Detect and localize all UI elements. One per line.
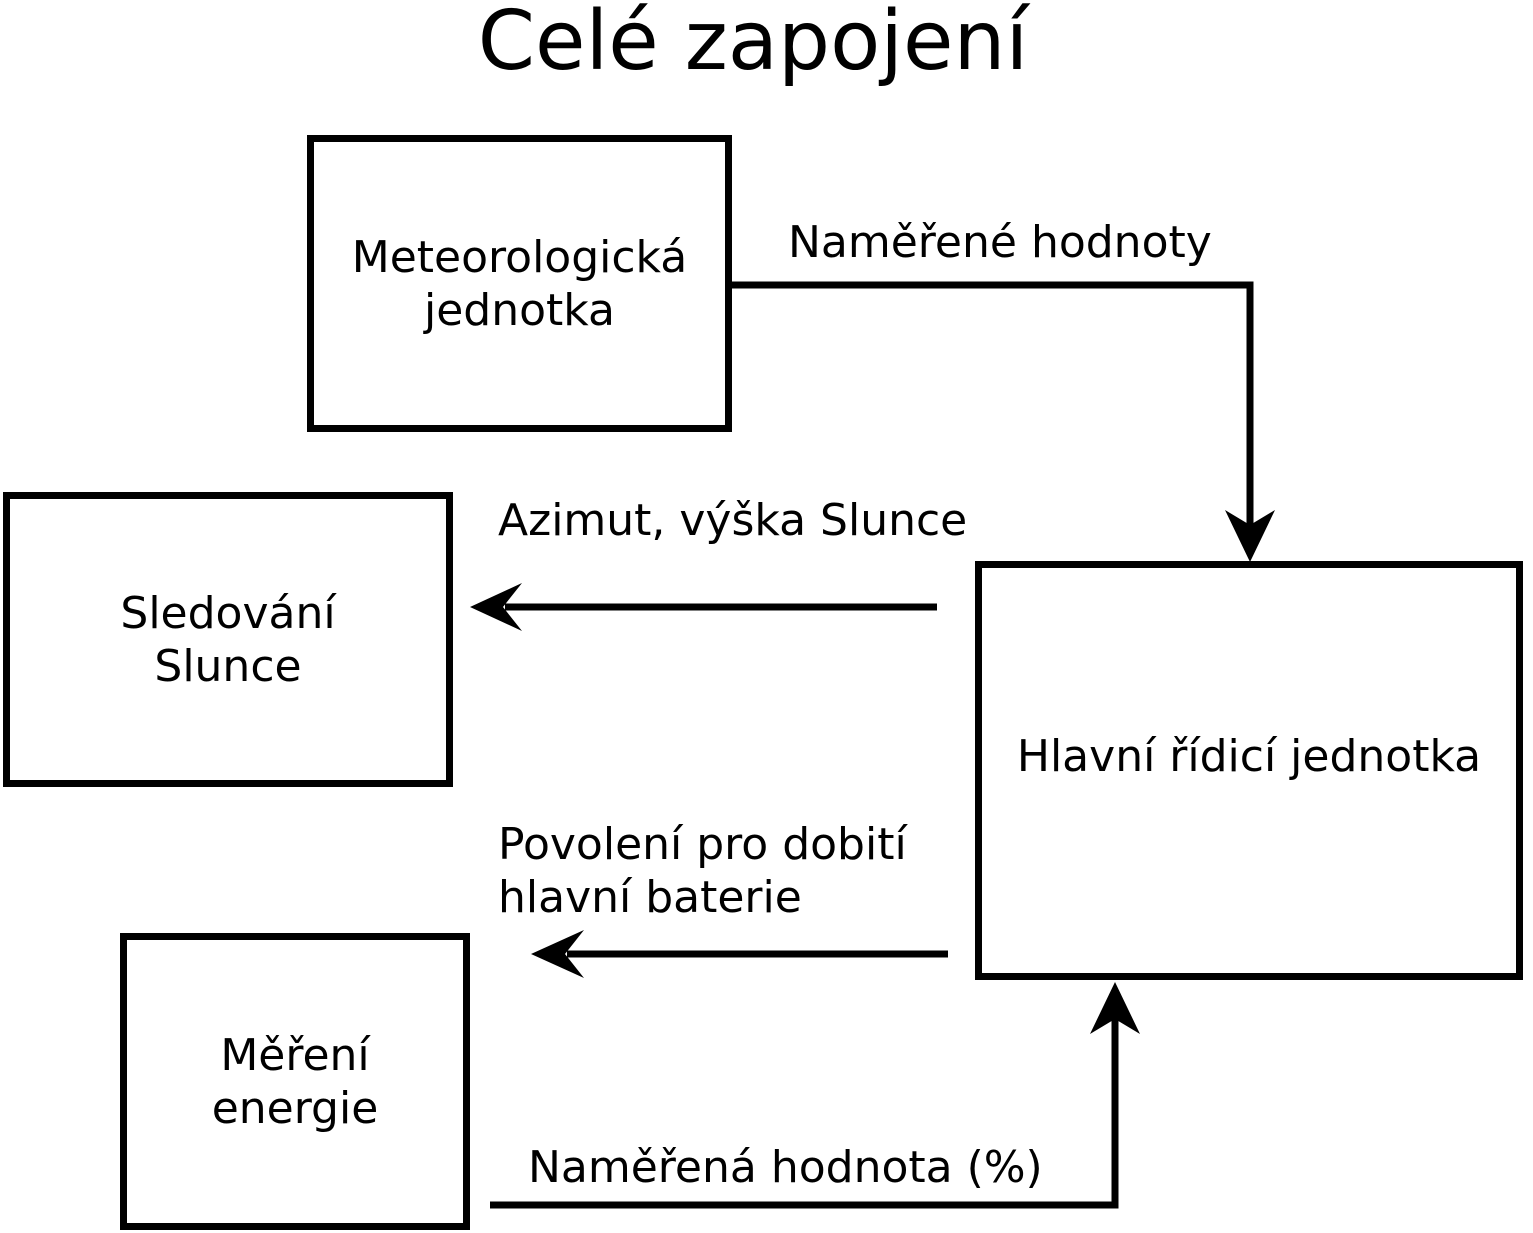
edge-charge-permission-label: Povolení pro dobití hlavní baterie bbox=[498, 819, 907, 923]
edge-sun-position-label: Azimut, výška Slunce bbox=[498, 495, 968, 546]
node-sun-tracking-label: Sledování Slunce bbox=[120, 587, 336, 692]
node-main-control-label: Hlavní řídicí jednotka bbox=[1016, 731, 1482, 782]
node-meteo-unit: Meteorologická jednotka bbox=[307, 135, 732, 432]
edge-measured-percentage-label: Naměřená hodnota (%) bbox=[528, 1142, 1043, 1193]
edge-measured-values-arrowhead bbox=[1225, 510, 1275, 562]
edge-measured-values-label: Naměřené hodnoty bbox=[788, 217, 1212, 268]
edge-measured-percentage-line bbox=[490, 1018, 1119, 1209]
node-meteo-unit-label: Meteorologická jednotka bbox=[351, 231, 688, 336]
edge-sun-position-arrowhead bbox=[470, 583, 522, 631]
edge-measured-values-line bbox=[732, 281, 1254, 534]
edge-charge-permission-arrowhead bbox=[531, 930, 584, 978]
edge-measured-percentage-arrowhead bbox=[1090, 982, 1140, 1034]
node-sun-tracking: Sledování Slunce bbox=[3, 492, 453, 787]
diagram-title: Celé zapojení bbox=[477, 0, 1029, 89]
node-main-control: Hlavní řídicí jednotka bbox=[975, 561, 1523, 980]
node-energy-measurement: Měření energie bbox=[120, 933, 470, 1230]
node-energy-measurement-label: Měření energie bbox=[211, 1029, 379, 1134]
